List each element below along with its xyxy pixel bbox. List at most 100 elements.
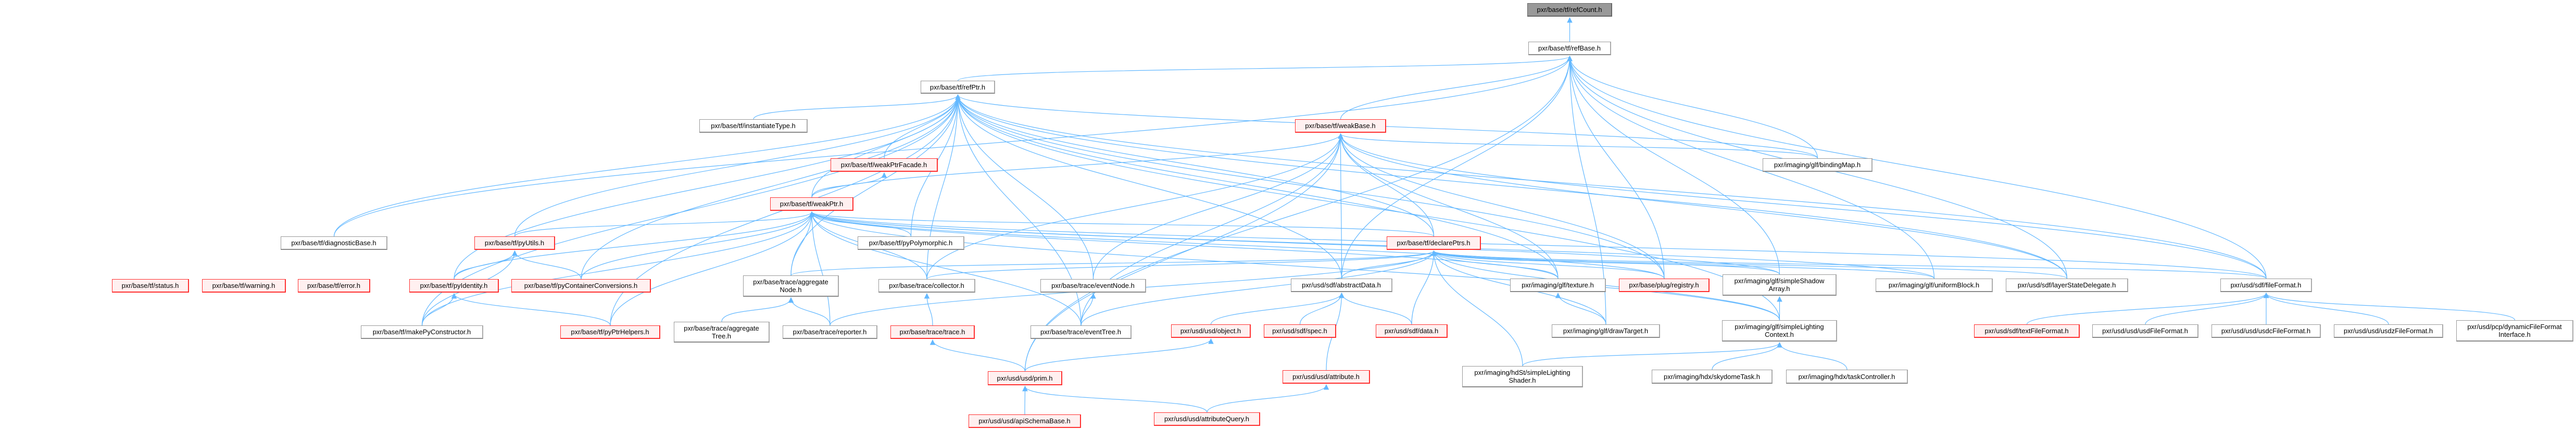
graph-node-weakBase[interactable]: pxr/base/tf/weakBase.h (1295, 119, 1386, 133)
graph-node-abstractData[interactable]: pxr/usd/sdf/abstractData.h (1291, 279, 1392, 292)
node-label: pxr/base/plug/registry.h (1629, 281, 1699, 289)
graph-node-reporter[interactable]: pxr/base/trace/reporter.h (783, 325, 877, 339)
graph-node-pyUtils[interactable]: pxr/base/tf/pyUtils.h (474, 236, 555, 250)
graph-node-refBase[interactable]: pxr/base/tf/refBase.h (1528, 42, 1611, 55)
node-label: pxr/usd/sdf/spec.h (1272, 327, 1327, 335)
graph-node-refPtr[interactable]: pxr/base/tf/refPtr.h (921, 81, 995, 94)
node-label: pxr/base/tf/refCount.h (1537, 6, 1602, 14)
graph-node-attribute[interactable]: pxr/usd/usd/attribute.h (1283, 370, 1370, 384)
graph-node-spec[interactable]: pxr/usd/sdf/spec.h (1264, 324, 1336, 338)
graph-node-layerStateDelegate[interactable]: pxr/usd/sdf/layerStateDelegate.h (2006, 279, 2128, 292)
graph-node-diagnosticBase[interactable]: pxr/base/tf/diagnosticBase.h (281, 236, 387, 250)
graph-node-attributeQuery[interactable]: pxr/usd/usd/attributeQuery.h (1154, 412, 1260, 426)
graph-node-bindingMap[interactable]: pxr/imaging/glf/bindingMap.h (1763, 158, 1873, 172)
graph-node-textFileFormat[interactable]: pxr/usd/sdf/textFileFormat.h (1974, 324, 2080, 338)
graph-node-pyContainerConversions[interactable]: pxr/base/tf/pyContainerConversions.h (511, 279, 651, 293)
node-label: pxr/base/tf/pyUtils.h (484, 239, 545, 247)
edge-uniformBlock-to-declarePtrs (1431, 250, 1935, 279)
graph-node-fileFormat[interactable]: pxr/usd/sdf/fileFormat.h (2220, 279, 2312, 292)
graph-node-aggregateNode[interactable]: pxr/base/trace/aggregate Node.h (743, 275, 839, 297)
graph-node-data[interactable]: pxr/usd/sdf/data.h (1376, 324, 1448, 338)
node-label: pxr/base/tf/error.h (307, 282, 360, 289)
graph-node-simpleLightingShader[interactable]: pxr/imaging/hdSt/simpleLighting Shader.h (1462, 366, 1583, 387)
graph-node-prim[interactable]: pxr/usd/usd/prim.h (988, 371, 1062, 385)
graph-node-pyPolymorphic[interactable]: pxr/base/tf/pyPolymorphic.h (858, 236, 964, 250)
edge-weakPtr-to-weakBase (811, 133, 1343, 198)
graph-node-warning[interactable]: pxr/base/tf/warning.h (202, 279, 286, 293)
edge-object-to-abstractData (1210, 292, 1344, 325)
graph-node-weakPtr[interactable]: pxr/base/tf/weakPtr.h (770, 197, 853, 211)
node-label: pxr/base/trace/aggregate Tree.h (684, 324, 759, 340)
edge-drawTarget-to-texture (1555, 292, 1606, 325)
edge-pyContainerConversions-to-refPtr (581, 94, 961, 280)
edge-texture-to-declarePtrs (1431, 250, 1559, 279)
node-label: pxr/base/trace/trace.h (899, 328, 965, 336)
graph-node-refCount[interactable]: pxr/base/tf/refCount.h (1527, 3, 1612, 17)
graph-node-declarePtrs[interactable]: pxr/base/tf/declarePtrs.h (1387, 236, 1481, 250)
graph-node-simpleLightingContext[interactable]: pxr/imaging/glf/simpleLighting Context.h (1722, 320, 1837, 342)
edge-declarePtrs-to-refPtr (955, 94, 1435, 237)
graph-node-skydomeTask[interactable]: pxr/imaging/hdx/skydomeTask.h (1652, 370, 1773, 384)
graph-node-eventNode[interactable]: pxr/base/trace/eventNode.h (1040, 279, 1146, 293)
graph-node-pyPtrHelpers[interactable]: pxr/base/tf/pyPtrHelpers.h (560, 325, 660, 339)
node-label: pxr/base/tf/instantiateType.h (711, 122, 796, 130)
edge-data-to-declarePtrs (1411, 250, 1437, 325)
node-label: pxr/usd/usd/attribute.h (1292, 373, 1360, 381)
edge-weakPtrFacade-to-refPtr (884, 94, 961, 159)
edge-usdFileFormat-to-fileFormat (2145, 292, 2269, 325)
graph-node-usdFileFormat[interactable]: pxr/usd/usd/usdFileFormat.h (2092, 324, 2198, 338)
graph-node-texture[interactable]: pxr/imaging/glf/texture.h (1510, 279, 1606, 292)
graph-node-object[interactable]: pxr/usd/usd/object.h (1171, 324, 1251, 338)
edge-bindingMap-to-weakBase (1338, 133, 1818, 159)
node-label: pxr/base/tf/weakPtr.h (780, 200, 844, 208)
node-label: pxr/base/tf/weakPtrFacade.h (840, 161, 927, 169)
edge-plugRegistry-to-weakPtr (809, 211, 1665, 279)
graph-node-apiSchemaBase[interactable]: pxr/usd/usd/apiSchemaBase.h (969, 414, 1081, 428)
edge-pyIdentity-to-pyUtils (454, 250, 518, 280)
graph-node-drawTarget[interactable]: pxr/imaging/glf/drawTarget.h (1552, 324, 1660, 338)
edge-prim-to-object (1024, 338, 1214, 372)
node-label: pxr/usd/sdf/textFileFormat.h (1984, 327, 2069, 335)
graph-node-eventTree[interactable]: pxr/base/trace/eventTree.h (1031, 325, 1132, 339)
node-label: pxr/imaging/glf/simpleShadow Array.h (1734, 277, 1825, 293)
graph-node-usdcFileFormat[interactable]: pxr/usd/usd/usdcFileFormat.h (2211, 324, 2321, 338)
edge-abstractData-to-weakBase (1338, 133, 1343, 279)
graph-node-plugRegistry[interactable]: pxr/base/plug/registry.h (1619, 279, 1710, 292)
graph-node-uniformBlock[interactable]: pxr/imaging/glf/uniformBlock.h (1876, 279, 1993, 292)
node-label: pxr/usd/usd/attributeQuery.h (1164, 415, 1250, 423)
edge-bindingMap-to-refPtr (955, 94, 1818, 159)
edge-simpleLightingShader-to-declarePtrs (1431, 250, 1523, 367)
edge-reporter-to-weakPtr (809, 211, 831, 326)
edge-aggregateTree-to-aggregateNode (721, 297, 794, 322)
edge-uniformBlock-to-weakPtr (809, 211, 1935, 279)
graph-node-usdzFileFormat[interactable]: pxr/usd/usd/usdzFileFormat.h (2334, 324, 2443, 338)
graph-node-weakPtrFacade[interactable]: pxr/base/tf/weakPtrFacade.h (831, 158, 938, 172)
graph-node-makePyConstructor[interactable]: pxr/base/tf/makePyConstructor.h (361, 325, 483, 339)
graph-node-taskController[interactable]: pxr/imaging/hdx/taskController.h (1786, 370, 1908, 384)
node-label: pxr/base/tf/status.h (121, 282, 179, 289)
graph-node-simpleShadowArray[interactable]: pxr/imaging/glf/simpleShadow Array.h (1723, 274, 1837, 296)
node-label: pxr/imaging/hdx/taskController.h (1798, 372, 1895, 381)
edge-layerStateDelegate-to-weakBase (1338, 133, 2068, 279)
node-label: pxr/base/trace/collector.h (889, 282, 964, 289)
graph-node-trace[interactable]: pxr/base/trace/trace.h (890, 325, 975, 339)
graph-node-status[interactable]: pxr/base/tf/status.h (112, 279, 189, 293)
edge-pyContainerConversions-to-pyUtils (512, 250, 582, 280)
edge-reporter-to-aggregateNode (788, 297, 831, 326)
edge-layerStateDelegate-to-declarePtrs (1431, 250, 2068, 279)
graph-node-dynamicFileFormatInterface[interactable]: pxr/usd/pcp/dynamicFileFormat Interface.… (2456, 320, 2573, 342)
graph-node-collector[interactable]: pxr/base/trace/collector.h (878, 279, 975, 293)
graph-node-pyIdentity[interactable]: pxr/base/tf/pyIdentity.h (409, 279, 499, 293)
edge-dynamicFileFormatInterface-to-fileFormat (2263, 292, 2516, 321)
graph-node-aggregateTree[interactable]: pxr/base/trace/aggregate Tree.h (674, 322, 770, 343)
edge-attributeQuery-to-attribute (1207, 384, 1329, 413)
edge-layerStateDelegate-to-refPtr (955, 94, 2068, 279)
edge-fileFormat-to-refPtr (955, 94, 2267, 279)
node-label: pxr/base/tf/pyContainerConversions.h (524, 282, 638, 289)
graph-node-instantiateType[interactable]: pxr/base/tf/instantiateType.h (699, 119, 808, 133)
node-label: pxr/usd/usd/apiSchemaBase.h (978, 417, 1071, 425)
graph-node-error[interactable]: pxr/base/tf/error.h (298, 279, 370, 293)
node-label: pxr/base/tf/warning.h (212, 282, 275, 289)
